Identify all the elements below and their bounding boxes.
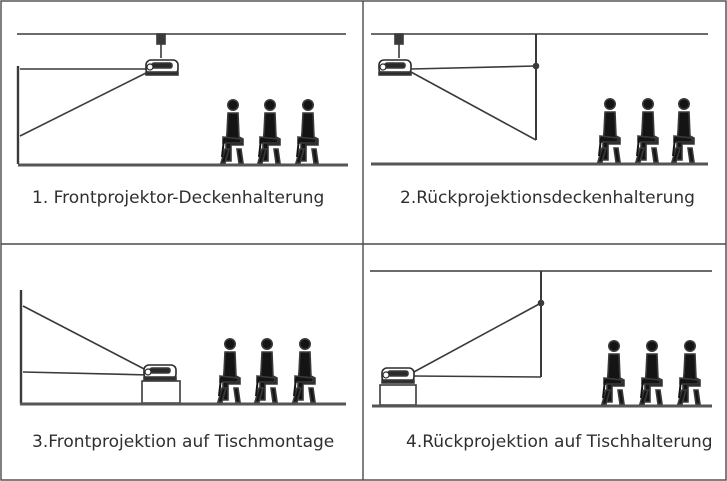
projector-icon — [381, 367, 415, 384]
caption-front-ceiling-mount: 1. Frontprojektor-Deckenhalterung — [32, 188, 325, 208]
projector-icon — [378, 59, 412, 76]
caption-front-table-mount: 3.Frontprojektion auf Tischmontage — [32, 432, 335, 452]
beam-bottom — [19, 71, 149, 137]
panel-2-illustration — [371, 33, 708, 166]
caption-rear-ceiling-mount: 2.Rückprojektionsdeckenhalterung — [400, 188, 695, 208]
panel-3-illustration — [19, 290, 346, 406]
audience-person-icon — [217, 337, 241, 403]
audience-person-icon — [635, 97, 659, 163]
table — [379, 384, 417, 406]
audience-person-icon — [295, 98, 319, 164]
audience-person-icon — [601, 339, 625, 405]
audience-person-icon — [677, 339, 701, 405]
audience-person-icon — [639, 339, 663, 405]
audience-person-icon — [671, 97, 695, 163]
projector-icon — [145, 59, 179, 76]
beam-top — [22, 305, 151, 373]
table — [141, 380, 181, 404]
beam-top — [411, 302, 542, 374]
caption-rear-table-mount: 4.Rückprojektion auf Tischhalterung — [406, 432, 713, 452]
beam-bottom — [22, 371, 151, 376]
ceiling-mount — [394, 33, 404, 45]
audience-person-icon — [220, 98, 244, 164]
beam-bottom — [410, 71, 537, 141]
panel-1-illustration — [16, 33, 348, 167]
audience-person-icon — [254, 337, 278, 403]
audience-person-icon — [292, 337, 316, 403]
audience-person-icon — [597, 97, 621, 163]
ceiling-mount — [156, 33, 166, 45]
audience-person-icon — [257, 98, 281, 164]
beam-bottom — [411, 375, 542, 378]
projector-icon — [143, 364, 177, 381]
beam-top — [410, 65, 537, 70]
panel-4-illustration — [370, 270, 712, 408]
